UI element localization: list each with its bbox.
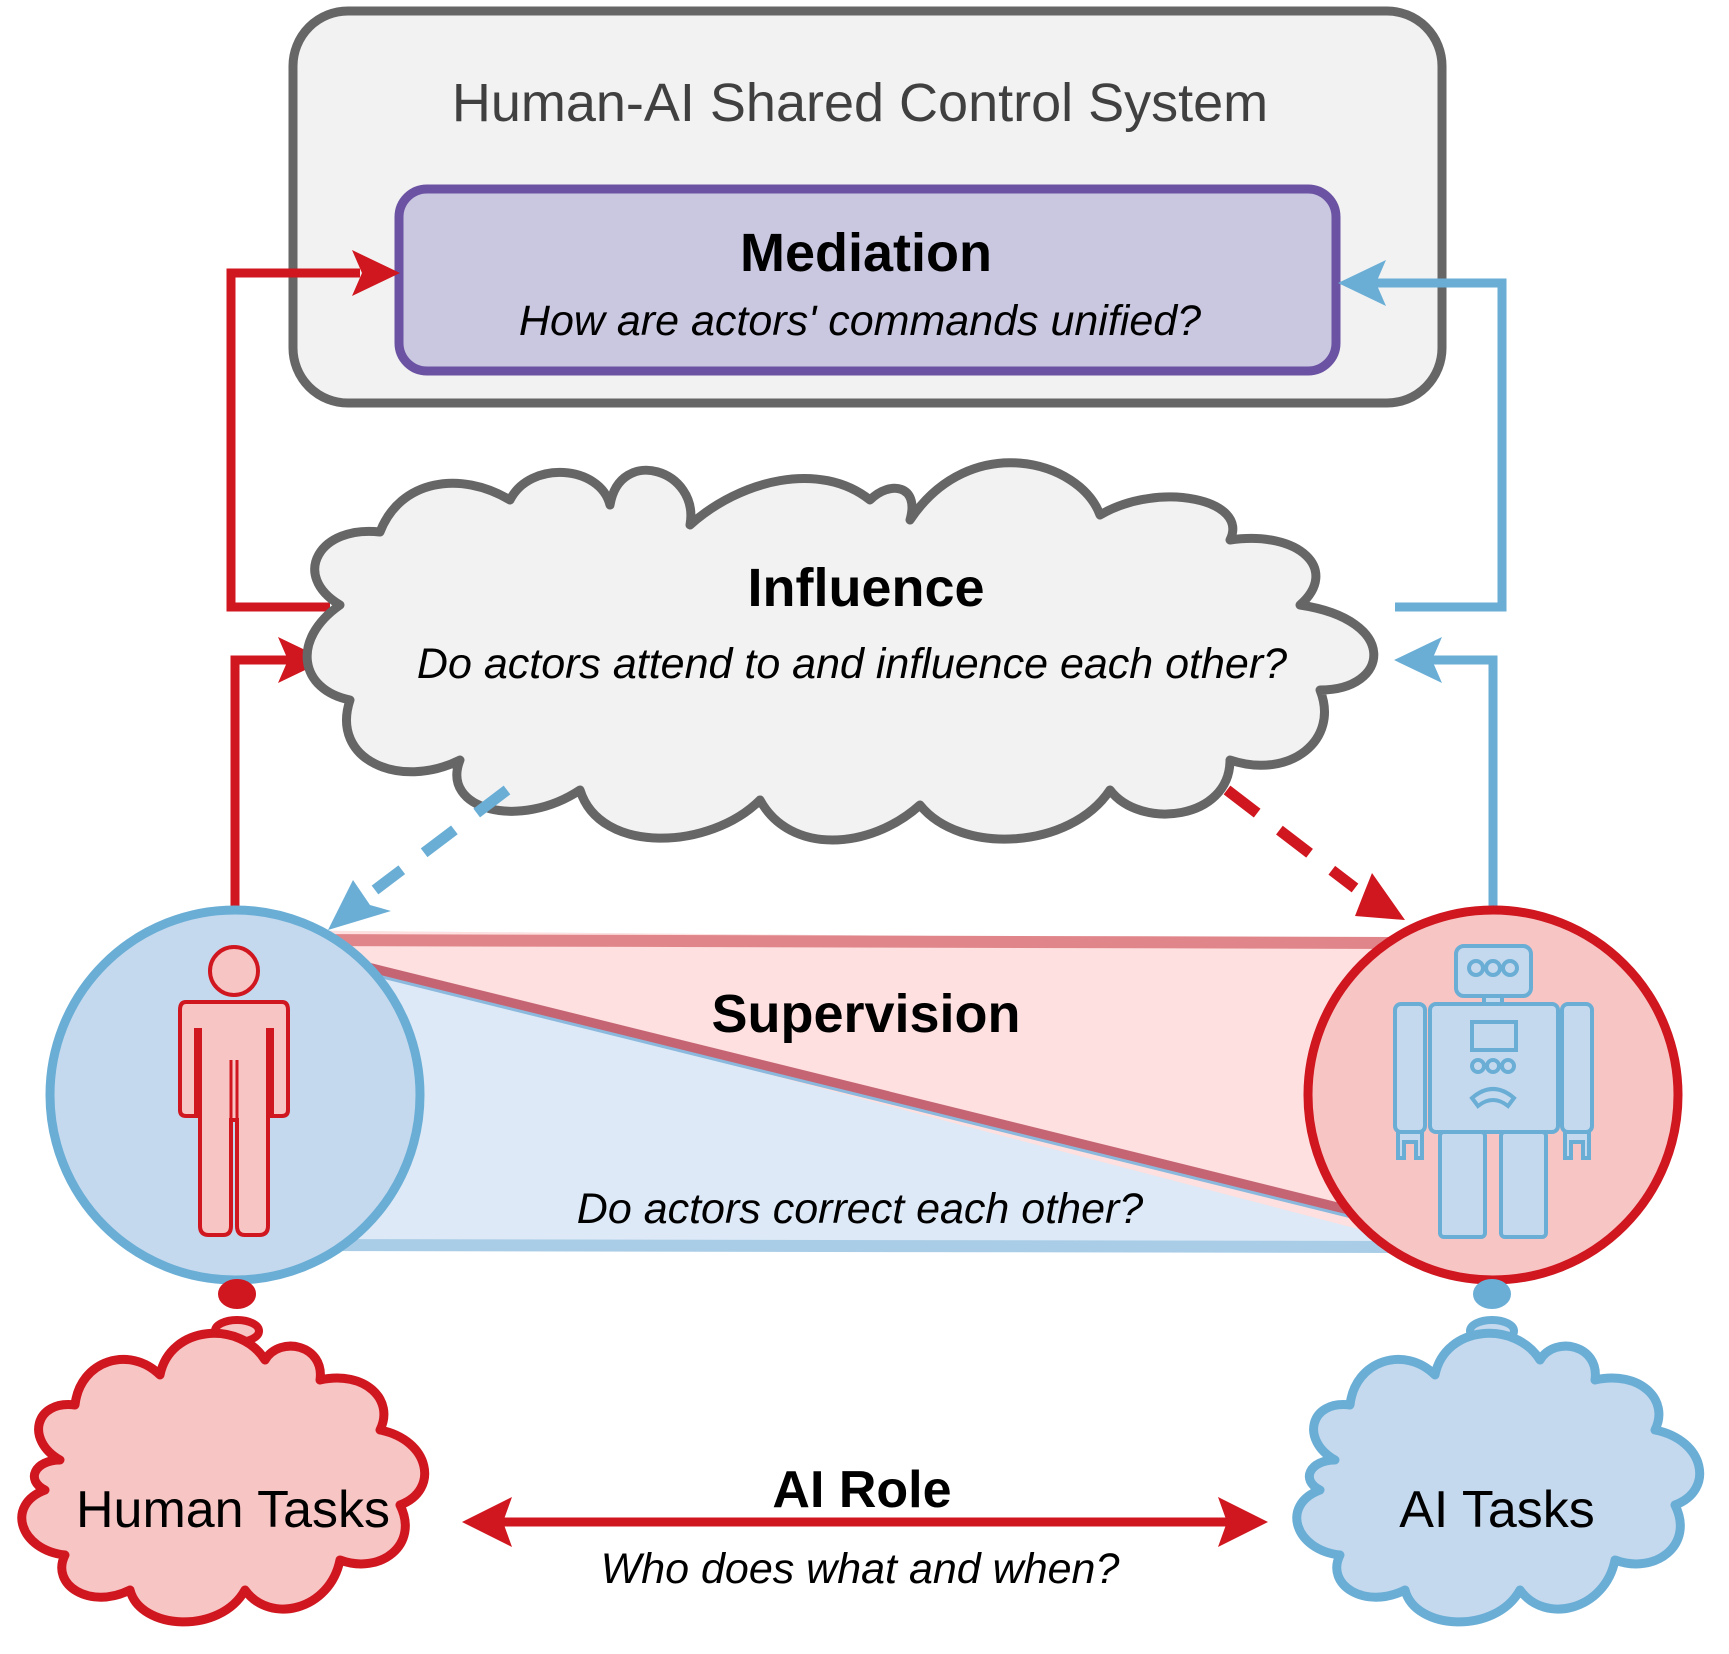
arrowhead-to-human-dashed: [328, 880, 391, 930]
ai-role-arrowhead-left: [462, 1497, 512, 1547]
ai-mediation-path: [1375, 278, 1507, 945]
arrowhead-to-influence-blue: [1394, 637, 1442, 683]
arrowhead-to-ai-dashed: [1355, 873, 1405, 920]
influence-title: Influence: [747, 558, 984, 618]
human-tasks-label: Human Tasks: [76, 1481, 390, 1539]
influence-to-ai-dashed: [1223, 785, 1359, 893]
human-mediation-path: [226, 268, 360, 945]
ai-role-arrowhead-right: [1218, 1497, 1268, 1547]
mediation-title: Mediation: [740, 223, 992, 283]
arrowhead-to-mediation-blue: [1338, 260, 1386, 306]
human-tasks-cloud: [17, 1328, 430, 1627]
mediation-box: [394, 184, 1341, 376]
arrowhead-to-mediation: [352, 250, 400, 296]
supervision-question: Do actors correct each other?: [577, 1185, 1144, 1233]
influence-question: Do actors attend to and influence each o…: [417, 640, 1287, 688]
supervision-band: [240, 930, 1401, 1253]
ai-role-question: Who does what and when?: [601, 1545, 1120, 1593]
human-icon: [178, 945, 290, 1237]
ai-role-title: AI Role: [772, 1461, 951, 1519]
influence-to-human-dashed: [371, 785, 511, 895]
ai-tasks-label: AI Tasks: [1399, 1481, 1595, 1539]
arrowhead-to-influence-red: [278, 637, 326, 683]
system-title: Human-AI Shared Control System: [452, 73, 1268, 133]
mediation-question: How are actors' commands unified?: [519, 297, 1201, 345]
robot-icon: [1393, 944, 1594, 1239]
influence-cloud: [302, 458, 1379, 845]
supervision-title: Supervision: [711, 984, 1020, 1044]
ai-tasks-cloud: [1292, 1328, 1705, 1627]
